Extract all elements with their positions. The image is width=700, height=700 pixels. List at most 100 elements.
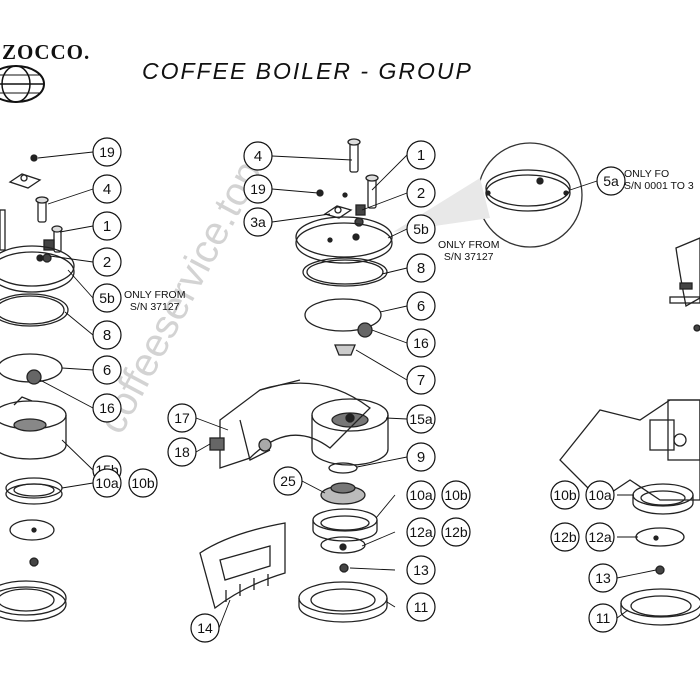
note-mid-5b: ONLY FROM S/N 37127 bbox=[438, 239, 500, 263]
callout-middle-4: 4 bbox=[243, 141, 273, 171]
callout-circle bbox=[243, 207, 273, 237]
callout-label: 3a bbox=[250, 214, 266, 230]
callout-middle-12b: 12b bbox=[441, 517, 471, 547]
callout-label: 4 bbox=[103, 181, 111, 198]
callout-middle-17: 17 bbox=[167, 403, 197, 433]
callout-circle bbox=[406, 214, 436, 244]
callout-middle-18: 18 bbox=[167, 437, 197, 467]
callout-left-4: 4 bbox=[92, 174, 122, 204]
callout-circle bbox=[273, 466, 303, 496]
callout-circle bbox=[243, 174, 273, 204]
callout-middle-14: 14 bbox=[190, 613, 220, 643]
callout-middle-25: 25 bbox=[273, 466, 303, 496]
callout-middle-6: 6 bbox=[406, 291, 436, 321]
callout-middle-10a: 10a bbox=[406, 480, 436, 510]
callout-middle-5b: 5b bbox=[406, 214, 436, 244]
callout-circle bbox=[92, 174, 122, 204]
callout-left-2: 2 bbox=[92, 247, 122, 277]
callout-label: 16 bbox=[99, 400, 115, 416]
callout-left-8: 8 bbox=[92, 320, 122, 350]
note-left-5b: ONLY FROM S/N 37127 bbox=[124, 289, 186, 313]
callout-label: 17 bbox=[174, 410, 190, 426]
callout-label: 6 bbox=[417, 298, 425, 315]
callout-middle-10b: 10b bbox=[441, 480, 471, 510]
callout-label: 1 bbox=[103, 218, 111, 235]
callout-label: 15a bbox=[409, 411, 433, 427]
callout-circle bbox=[406, 442, 436, 472]
callout-circle bbox=[406, 328, 436, 358]
callout-circle bbox=[588, 563, 618, 593]
callout-label: 1 bbox=[417, 147, 425, 164]
callout-circle bbox=[167, 437, 197, 467]
callout-circle bbox=[406, 140, 436, 170]
callout-middle-7: 7 bbox=[406, 365, 436, 395]
callout-circle bbox=[92, 320, 122, 350]
callout-label: 12b bbox=[553, 529, 577, 545]
callout-middle-8: 8 bbox=[406, 253, 436, 283]
callout-circle bbox=[406, 404, 436, 434]
callout-label: 5a bbox=[603, 173, 619, 189]
callout-label: 10b bbox=[131, 475, 155, 491]
callout-circle bbox=[585, 480, 615, 510]
callout-right-10a: 10a bbox=[585, 480, 615, 510]
callout-label: 18 bbox=[174, 444, 190, 460]
callout-left-5b: 5b bbox=[92, 283, 122, 313]
callout-circle bbox=[406, 365, 436, 395]
callout-label: 5b bbox=[99, 290, 115, 306]
callout-left-19: 19 bbox=[92, 137, 122, 167]
callout-middle-13: 13 bbox=[406, 555, 436, 585]
callout-right-12a: 12a bbox=[585, 522, 615, 552]
callout-middle-19: 19 bbox=[243, 174, 273, 204]
callout-circle bbox=[406, 517, 436, 547]
callout-label: 7 bbox=[417, 372, 425, 389]
callout-label: 16 bbox=[413, 335, 429, 351]
callout-circle bbox=[92, 393, 122, 423]
callout-circle bbox=[406, 592, 436, 622]
part-19-left bbox=[8, 173, 42, 189]
callout-circle bbox=[190, 613, 220, 643]
callout-left-16: 16 bbox=[92, 393, 122, 423]
callout-circle bbox=[441, 517, 471, 547]
callout-label: 12b bbox=[444, 524, 468, 540]
callout-label: 6 bbox=[103, 362, 111, 379]
callout-label: 12a bbox=[409, 524, 433, 540]
callout-left-10a: 10a bbox=[92, 468, 122, 498]
callout-circle bbox=[550, 522, 580, 552]
callout-circle bbox=[406, 480, 436, 510]
callout-left-1: 1 bbox=[92, 211, 122, 241]
callout-left-10b: 10b bbox=[128, 468, 158, 498]
callout-label: 11 bbox=[414, 599, 429, 615]
callout-label: 12a bbox=[588, 529, 612, 545]
callout-label: 13 bbox=[413, 562, 429, 578]
callout-label: 9 bbox=[417, 449, 425, 466]
callout-label: 5b bbox=[413, 221, 429, 237]
callout-circle bbox=[588, 603, 618, 633]
callout-label: 10b bbox=[553, 487, 577, 503]
callout-label: 10a bbox=[95, 475, 119, 491]
callout-circle bbox=[243, 141, 273, 171]
callout-circle bbox=[406, 291, 436, 321]
note-right-5a: ONLY FO S/N 0001 TO 3 bbox=[624, 168, 694, 192]
callout-right-13: 13 bbox=[588, 563, 618, 593]
callout-middle-1: 1 bbox=[406, 140, 436, 170]
callout-circle bbox=[596, 166, 626, 196]
callout-label: 19 bbox=[99, 144, 115, 160]
callout-middle-2: 2 bbox=[406, 178, 436, 208]
callout-label: 11 bbox=[596, 610, 611, 626]
callout-label: 2 bbox=[417, 185, 425, 202]
globe-logo-icon bbox=[0, 65, 45, 103]
callout-label: 19 bbox=[250, 181, 266, 197]
callout-right-12b: 12b bbox=[550, 522, 580, 552]
callout-middle-9: 9 bbox=[406, 442, 436, 472]
callout-circle bbox=[406, 555, 436, 585]
callout-middle-3a: 3a bbox=[243, 207, 273, 237]
callout-left-6: 6 bbox=[92, 355, 122, 385]
callout-circle bbox=[550, 480, 580, 510]
callout-label: 4 bbox=[254, 148, 262, 165]
callout-right-5a: 5a bbox=[596, 166, 626, 196]
callout-circle bbox=[441, 480, 471, 510]
callout-label: 2 bbox=[103, 254, 111, 271]
callout-circle bbox=[167, 403, 197, 433]
